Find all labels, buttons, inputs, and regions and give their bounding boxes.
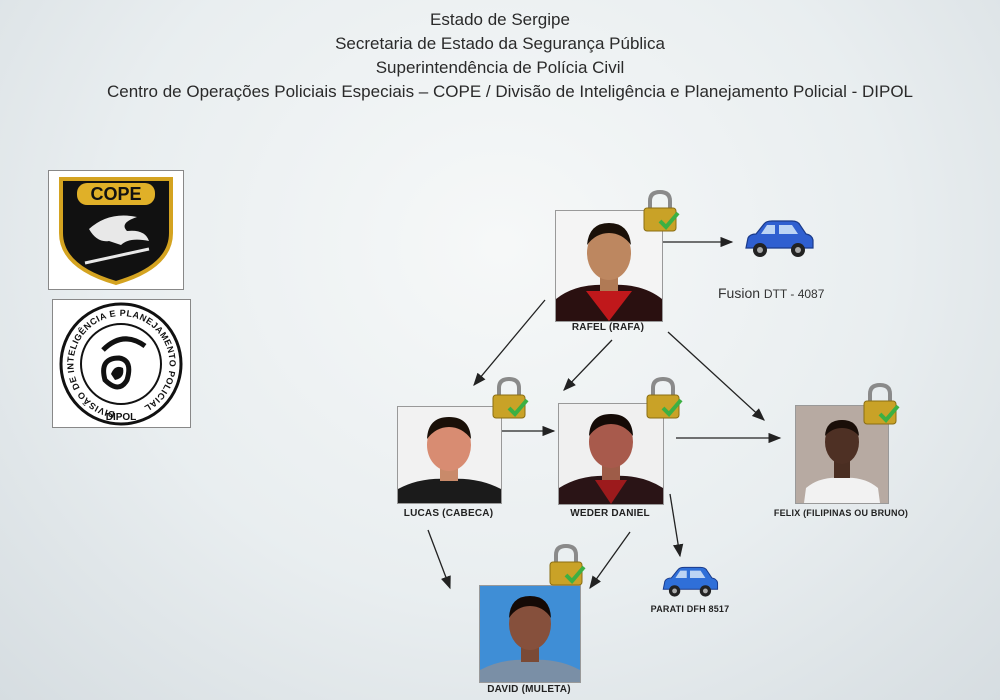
cope-logo: COPE — [48, 170, 184, 290]
label-lucas: LUCAS (CABECA) — [403, 508, 494, 519]
label-felix: FELIX (FILIPINAS OU BRUNO) — [773, 508, 909, 518]
person-silhouette-icon — [559, 404, 663, 504]
lock-check-icon — [643, 189, 680, 232]
header: Estado de Sergipe Secretaria de Estado d… — [0, 8, 1000, 104]
arrow-weder-to-david — [589, 531, 631, 590]
lock-check-icon — [492, 376, 529, 419]
arrow-rafel-to-weder — [563, 339, 613, 391]
arrow-rafel-to-lucas — [473, 299, 546, 386]
label-david: DAVID (MULETA) — [487, 684, 571, 695]
header-line-4: Centro de Operações Policiais Especiais … — [106, 82, 913, 101]
eagle-icon — [89, 215, 149, 245]
dipol-logo: DIVISÃO DE INTELIGÊNCIA E PLANEJAMENTO P… — [52, 299, 191, 428]
header-line-1: Estado de Sergipe — [430, 10, 570, 29]
fusion-model: Fusion — [718, 285, 761, 301]
dipol-bottom-text: DIPOL — [106, 412, 137, 423]
photo-weder — [558, 403, 664, 505]
photo-lucas — [397, 406, 502, 504]
car-icon-parati — [662, 566, 719, 597]
person-silhouette-icon — [480, 586, 580, 682]
parati-label: PARATI DFH 8517 — [650, 604, 730, 614]
arrow-weder-to-parati — [669, 493, 684, 558]
lock-check-icon — [646, 376, 683, 419]
fusion-label: Fusion DTT - 4087 — [718, 285, 824, 301]
header-line-3: Superintendência de Polícia Civil — [375, 58, 625, 77]
arrow-lucas-to-david — [427, 529, 451, 590]
label-rafel: RAFEL (RAFA) — [571, 322, 645, 333]
dipol-emblem-icon — [101, 336, 147, 390]
lock-check-icon — [863, 382, 900, 425]
cope-logo-text: COPE — [90, 184, 141, 204]
fusion-plate: DTT - 4087 — [763, 287, 825, 301]
lock-check-icon — [549, 543, 586, 586]
car-icon-fusion — [745, 220, 814, 257]
label-weder: WEDER DANIEL — [570, 508, 650, 519]
header-line-2: Secretaria de Estado da Segurança Públic… — [335, 34, 665, 53]
photo-david — [479, 585, 581, 683]
person-silhouette-icon — [398, 407, 501, 503]
arrow-rafel-to-felix — [667, 331, 765, 421]
